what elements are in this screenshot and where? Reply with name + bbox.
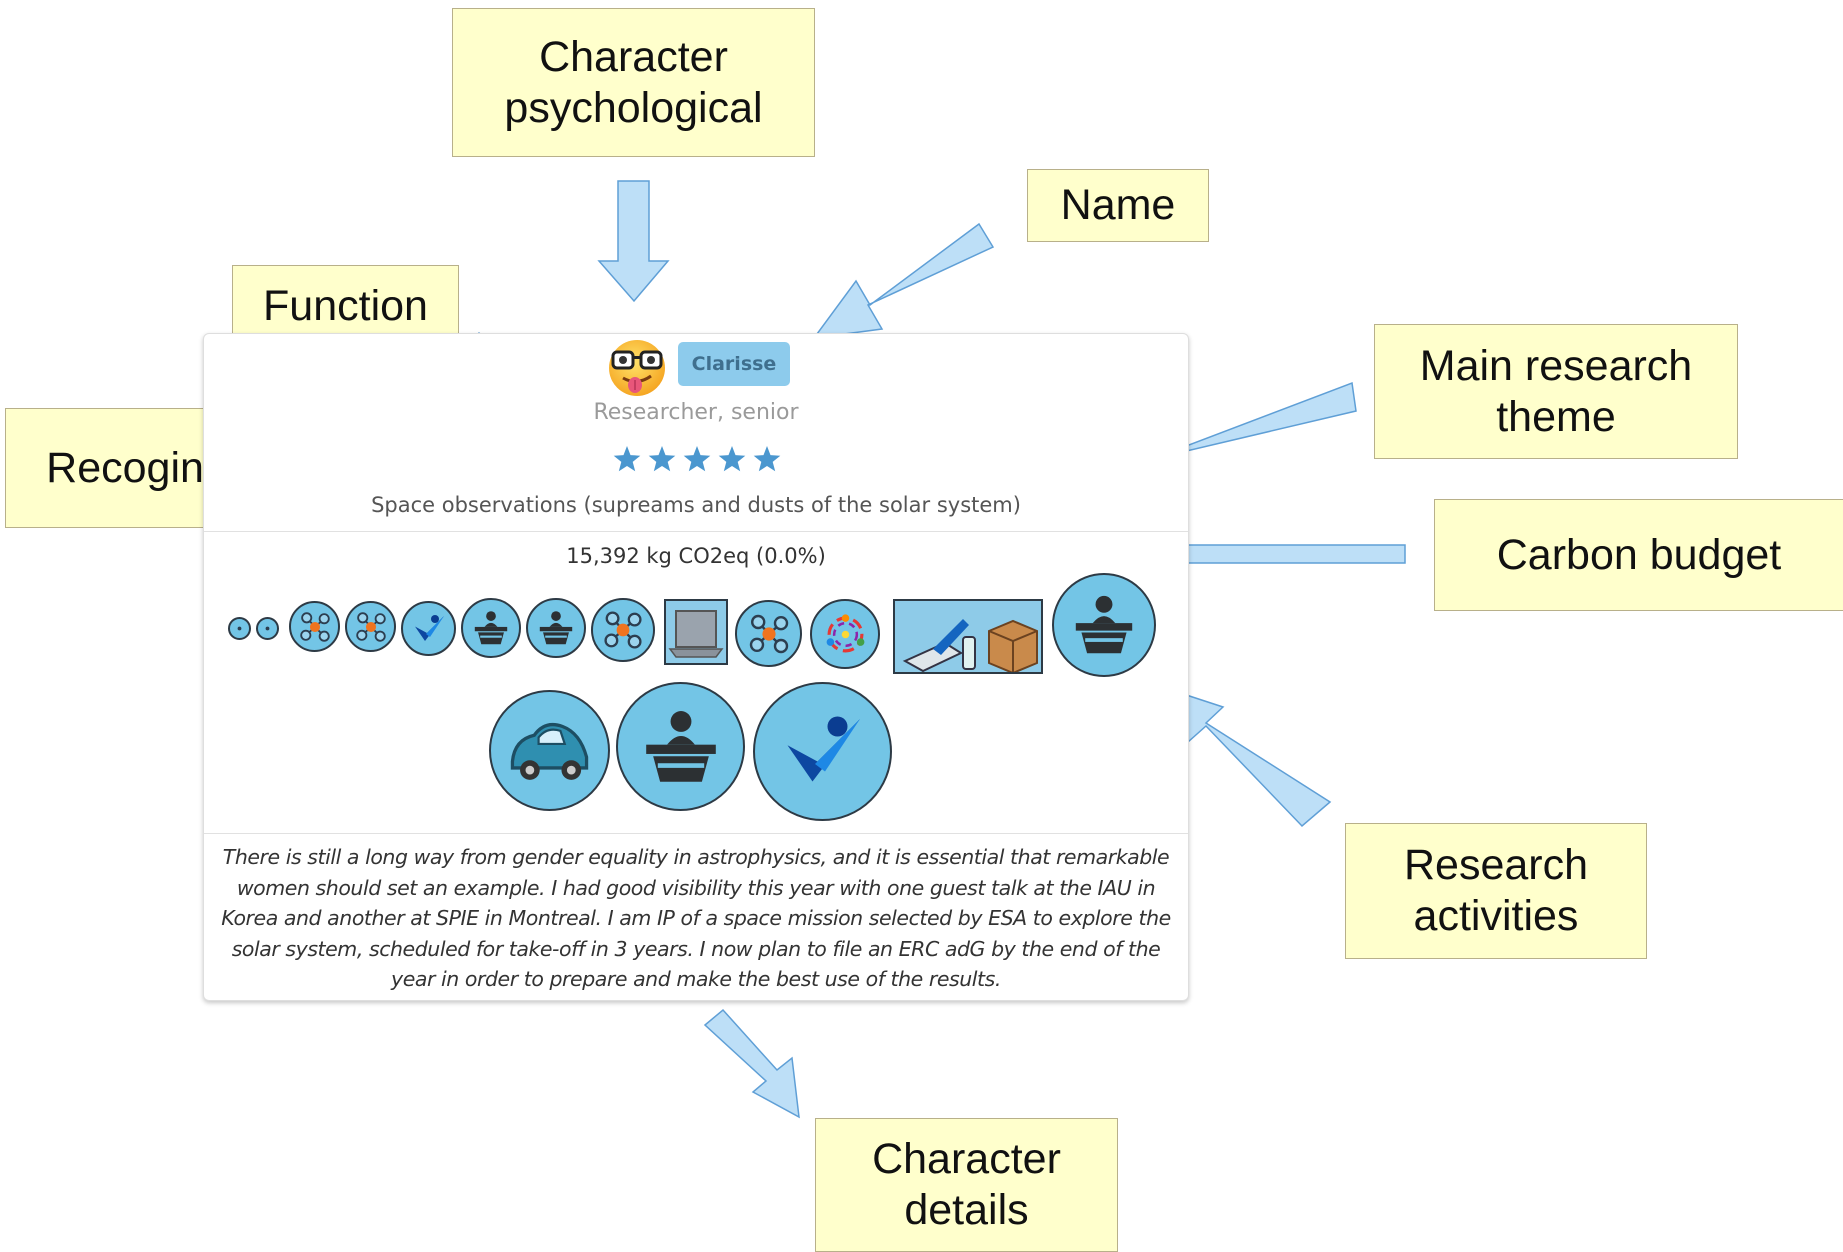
star-icon: [613, 446, 641, 472]
callout-name: Name: [1027, 169, 1209, 242]
arrow-character-details: [703, 1008, 800, 1119]
character-card[interactable]: Clarisse Researcher, senior Space observ…: [203, 333, 1189, 1001]
star-icon: [718, 446, 746, 472]
callout-carbon-budget: Carbon budget: [1434, 499, 1843, 611]
lab-supplies-icon[interactable]: [893, 599, 1043, 674]
molecule-icon[interactable]: [591, 598, 655, 662]
nerd-face-emoji-icon: [605, 334, 669, 398]
badge-dot-icon[interactable]: [256, 617, 279, 640]
callout-character-psychological: Character psychological: [452, 8, 815, 157]
recognition-stars: [609, 442, 789, 478]
callout-character-details: Character details: [815, 1118, 1118, 1252]
speaker-podium-icon[interactable]: [526, 598, 586, 658]
star-icon: [753, 446, 781, 472]
arrow-character-psychological: [597, 180, 670, 303]
callout-research-activities: Research activities: [1345, 823, 1647, 959]
checkmark-person-icon[interactable]: [753, 682, 892, 821]
molecule-icon[interactable]: [345, 601, 396, 652]
badge-dot-icon[interactable]: [228, 617, 251, 640]
speaker-podium-icon[interactable]: [461, 598, 521, 658]
star-icon: [683, 446, 711, 472]
speaker-podium-icon[interactable]: [1052, 573, 1156, 677]
car-icon[interactable]: [489, 690, 610, 811]
character-details: There is still a long way from gender eq…: [221, 845, 1171, 991]
speaker-podium-icon[interactable]: [616, 682, 745, 811]
callout-main-research-theme: Main research theme: [1374, 324, 1738, 459]
arrow-name: [812, 222, 995, 339]
star-icon: [648, 446, 676, 472]
laptop-icon[interactable]: [664, 599, 728, 665]
card-divider: [204, 833, 1188, 834]
carbon-budget: 15,392 kg CO2eq (0.0%): [566, 544, 826, 568]
card-divider: [204, 531, 1188, 532]
molecule-icon[interactable]: [735, 600, 802, 667]
character-function: Researcher, senior: [593, 400, 799, 425]
team-circle-icon[interactable]: [810, 599, 880, 669]
main-research-theme: Space observations (supreams and dusts o…: [371, 493, 1021, 517]
checkmark-person-icon[interactable]: [401, 601, 456, 656]
character-name-badge[interactable]: Clarisse: [678, 342, 790, 386]
arrow-research-activities: [1166, 687, 1332, 828]
molecule-icon[interactable]: [289, 601, 340, 652]
